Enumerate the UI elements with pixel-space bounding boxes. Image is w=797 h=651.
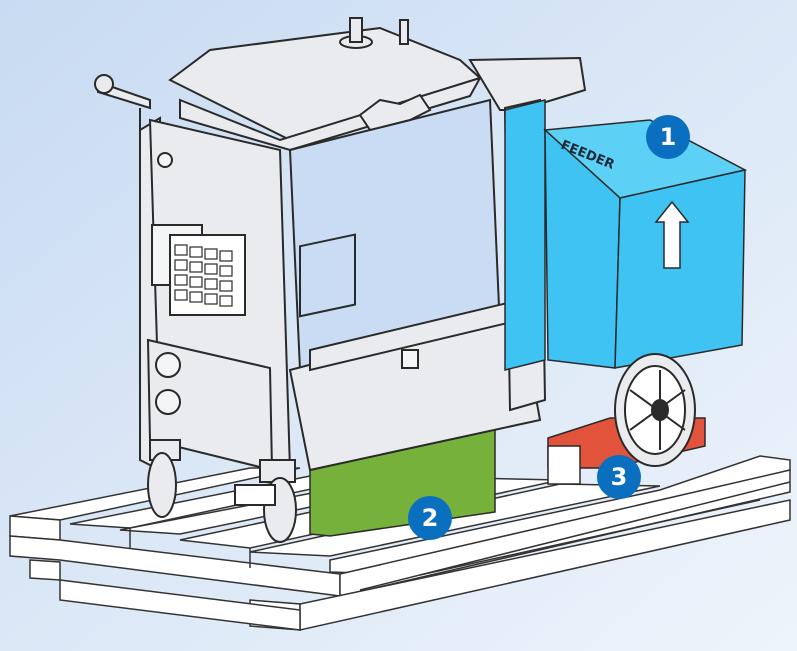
front-caster-right [234,459,297,543]
front-caster-left [147,439,181,518]
callout-1: 1 [646,115,690,159]
callout-2-number: 2 [422,504,439,532]
connector-grid [174,244,233,307]
callout-3-number: 3 [611,463,628,491]
callout-1-number: 1 [660,123,677,151]
callout-2: 2 [408,496,452,540]
welding-machine [94,17,587,472]
feeder-box [504,99,748,371]
large-wheel [614,353,696,467]
callout-3: 3 [597,455,641,499]
